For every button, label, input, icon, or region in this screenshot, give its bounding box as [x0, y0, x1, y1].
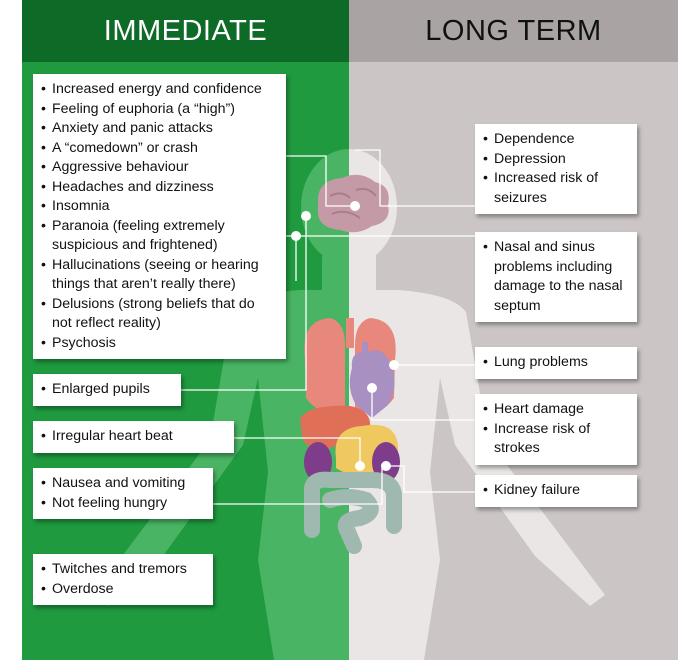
immediate-box-4: Nausea and vomiting Not feeling hungry: [33, 468, 213, 519]
list-item: Delusions (strong beliefs that do not re…: [41, 295, 278, 334]
list-item: Overdose: [41, 580, 205, 600]
list-item: Kidney failure: [483, 481, 629, 501]
list-item: Paranoia (feeling extremely suspicious a…: [41, 217, 278, 256]
long-term-heading: LONG TERM: [349, 0, 678, 62]
list-item: Irregular heart beat: [41, 427, 226, 447]
list-item: Increased energy and confidence: [41, 80, 278, 100]
list-item: Depression: [483, 150, 629, 170]
long-term-box-1: Dependence Depression Increased risk of …: [475, 124, 637, 214]
intestines-icon: [304, 471, 402, 554]
long-term-box-5: Kidney failure: [475, 475, 637, 507]
list-item: Anxiety and panic attacks: [41, 119, 278, 139]
list-item: A “comedown” or crash: [41, 139, 278, 159]
immediate-box-5: Twitches and tremors Overdose: [33, 554, 213, 605]
list-item: Dependence: [483, 130, 629, 150]
list-item: Increased risk of seizures: [483, 169, 629, 208]
immediate-box-1: Increased energy and confidence Feeling …: [33, 74, 286, 359]
long-term-box-3: Lung problems: [475, 347, 637, 379]
immediate-box-3: Irregular heart beat: [33, 421, 234, 453]
list-item: Lung problems: [483, 353, 629, 373]
long-term-box-2: Nasal and sinus problems including damag…: [475, 232, 637, 322]
list-item: Aggressive behaviour: [41, 158, 278, 178]
list-item: Hallucinations (seeing or hearing things…: [41, 256, 278, 295]
connector-dots: [291, 201, 399, 471]
list-item: Nausea and vomiting: [41, 474, 205, 494]
list-item: Enlarged pupils: [41, 380, 173, 400]
list-item: Nasal and sinus problems including damag…: [483, 238, 629, 316]
immediate-heading: IMMEDIATE: [22, 0, 349, 62]
long-term-box-4: Heart damage Increase risk of strokes: [475, 394, 637, 465]
immediate-box-2: Enlarged pupils: [33, 374, 181, 406]
list-item: Twitches and tremors: [41, 560, 205, 580]
list-item: Headaches and dizziness: [41, 178, 278, 198]
list-item: Heart damage: [483, 400, 629, 420]
list-item: Insomnia: [41, 197, 278, 217]
list-item: Not feeling hungry: [41, 494, 205, 514]
leader-lines: [181, 149, 475, 505]
list-item: Psychosis: [41, 334, 278, 354]
list-item: Increase risk of strokes: [483, 420, 629, 459]
list-item: Feeling of euphoria (a “high”): [41, 100, 278, 120]
